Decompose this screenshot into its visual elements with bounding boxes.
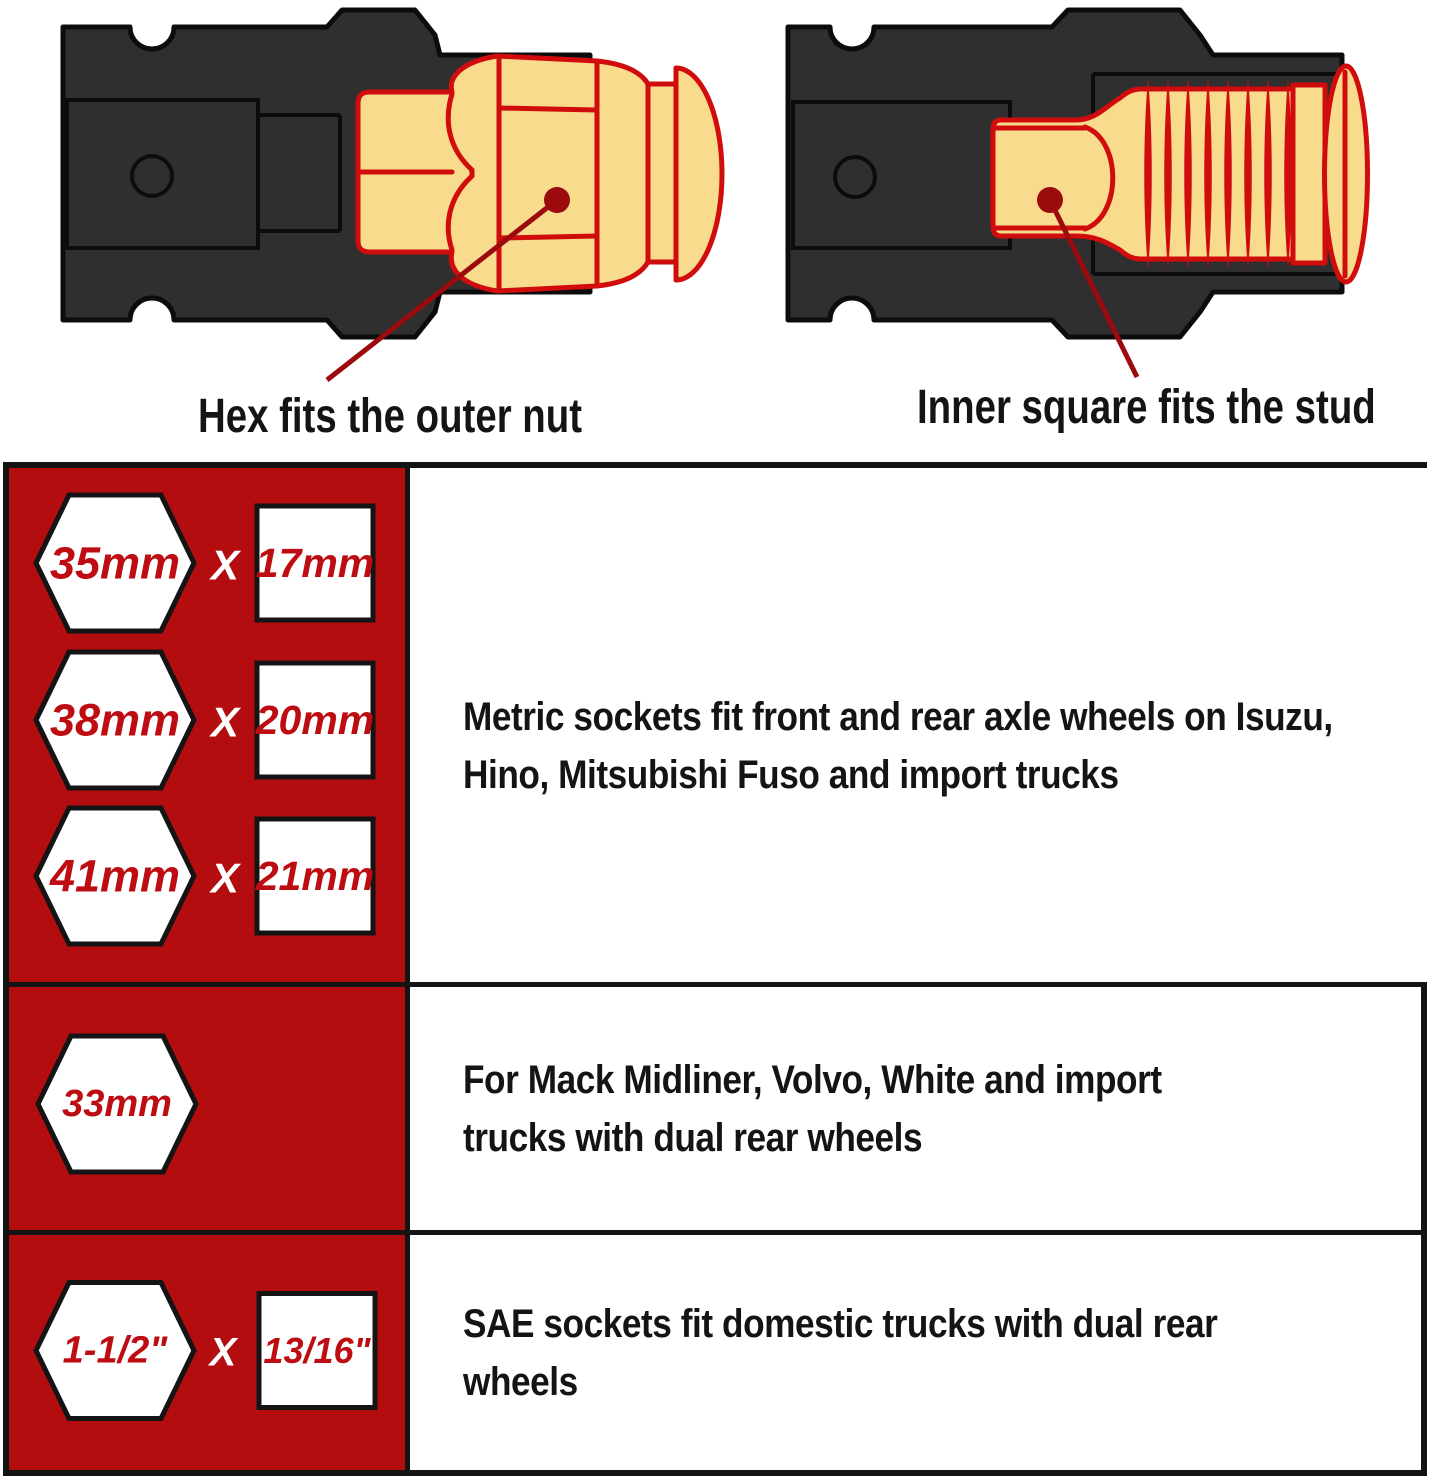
right-callout-dot [1037,187,1063,213]
hex-shape [33,805,197,947]
left-socket-illustration [60,7,725,382]
hex-shape [33,649,197,791]
size-cell-33mm: 33mm [9,987,410,1230]
description-cell: SAE sockets fit domestic trucks with dua… [410,1235,1421,1470]
square-shape [254,503,376,623]
description-cell: Metric sockets fit front and rear axle w… [410,468,1432,982]
caption-inner-square-stud: Inner square fits the stud [917,381,1376,434]
hex-size-label: 33mm [62,1083,172,1125]
right-callout-line [1047,198,1140,379]
metric-sizes-graphic: 35mm X 17mm 38mm X 20mm 41mm X 21mm [33,492,376,947]
square-shape [256,1291,378,1410]
hex-shape [33,492,197,634]
left-callout-line [325,198,559,382]
socket-illustrations [60,7,1370,382]
square-size-label: 20mm [255,697,375,743]
right-socket-pin-hole [833,155,877,199]
square-shape [254,816,376,936]
square-size-label: 13/16" [263,1330,371,1371]
row-description: Metric sockets fit front and rear axle w… [463,695,1333,797]
table-row-sae: 1-1/2" X 13/16" SAE sockets fit domestic… [9,1235,1421,1470]
stud-square-lines [993,84,1296,264]
hex-shape [33,1280,197,1421]
hex-size-label: 41mm [49,851,180,902]
description-cell: For Mack Midliner, Volvo, White and impo… [410,987,1421,1230]
hex-shape [35,1033,199,1175]
row-description: For Mack Midliner, Volvo, White and impo… [463,1057,1162,1160]
right-socket-illustration [785,7,1370,379]
size-cell-metric: 35mm X 17mm 38mm X 20mm 41mm X 21mm [9,468,410,982]
left-socket-neck-lines [258,113,342,233]
stud-thread-lines [1144,78,1292,270]
hex-size-label: 35mm [50,538,180,589]
left-socket-drive-cavity [65,98,260,250]
sae-sizes-graphic: 1-1/2" X 13/16" [33,1280,378,1421]
x-separator: X [208,1331,239,1375]
hex-size-label: 38mm [50,695,180,746]
square-shape [254,660,376,780]
square-size-label: 17mm [256,540,375,586]
caption-hex-outer-nut: Hex fits the outer nut [197,390,583,443]
left-callout-dot [544,187,570,213]
x-separator: X [209,699,242,746]
x-separator: X [209,542,242,589]
table-row-metric: 35mm X 17mm 38mm X 20mm 41mm X 21mm [9,468,1432,987]
table-row-33mm: 33mm For Mack Midliner, Volvo, White and… [9,987,1421,1235]
hex-size-label: 1-1/2" [63,1330,169,1372]
lug-nut-facet-lines [356,55,679,293]
33mm-size-graphic: 33mm [35,1033,199,1175]
spec-table: 35mm X 17mm 38mm X 20mm 41mm X 21mm [3,462,1432,1476]
row-description: SAE sockets fit domestic trucks with dua… [463,1301,1218,1404]
square-size-label: 21mm [255,853,375,899]
size-cell-sae: 1-1/2" X 13/16" [9,1235,410,1470]
x-separator: X [209,855,242,902]
left-socket-pin-hole [130,154,174,198]
